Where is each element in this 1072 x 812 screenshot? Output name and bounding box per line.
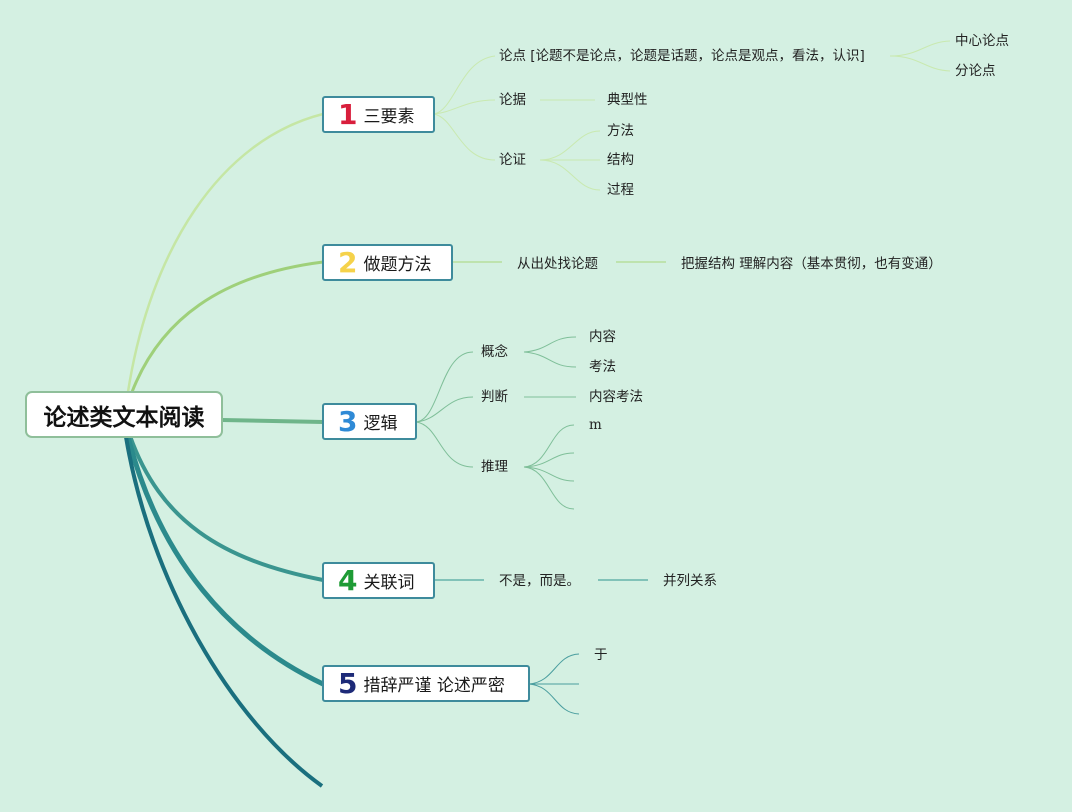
branch-2-topic[interactable]: 2 做题方法 <box>322 244 453 281</box>
topic-chuchu[interactable]: 从出处找论题 <box>517 256 598 272</box>
topic-lunju[interactable]: 论据 <box>499 92 526 108</box>
connector-gainian-kaofa <box>523 351 577 368</box>
branch-1-label: 三要素 <box>363 107 415 127</box>
branch-5-topic[interactable]: 5 措辞严谨 论述严密 <box>322 665 530 702</box>
connector-lundian-fen <box>889 55 951 72</box>
root-topic-label: 论述类文本阅读 <box>43 404 205 431</box>
branch-4-topic[interactable]: 4 关联词 <box>322 562 435 599</box>
topic-gainian-neirong[interactable]: 内容 <box>589 329 616 345</box>
connector-tuili-2 <box>523 452 575 468</box>
branch-5-label: 措辞严谨 论述严密 <box>363 676 505 696</box>
topic-tuili[interactable]: 推理 <box>481 459 508 475</box>
connector-root-b2 <box>130 260 324 393</box>
topic-jiegou[interactable]: 结构 <box>607 152 634 168</box>
connector-b1-lunzheng <box>433 113 496 161</box>
branch-4-label: 关联词 <box>363 573 415 593</box>
connector-b5-3 <box>528 683 580 715</box>
branch-3-label: 逻辑 <box>363 414 398 434</box>
branch-3-topic[interactable]: 3 逻辑 <box>322 403 417 440</box>
connector-lunzheng-guocheng <box>539 159 601 191</box>
connector-gainian-neirong <box>523 336 577 353</box>
branch-2-label: 做题方法 <box>363 255 432 275</box>
number-1-icon: 1 <box>338 97 358 131</box>
topic-dianxing[interactable]: 典型性 <box>607 92 648 108</box>
topic-yu[interactable]: 于 <box>594 647 608 663</box>
topic-binglie-guanxi[interactable]: 并列关系 <box>663 573 717 589</box>
number-3-icon: 3 <box>338 404 358 438</box>
topic-gainian[interactable]: 概念 <box>481 344 508 360</box>
number-5-icon: 5 <box>338 666 358 700</box>
connector-b3-tuili <box>415 421 474 468</box>
topic-zhongxin-lundian[interactable]: 中心论点 <box>955 33 1009 49</box>
topic-tuili-m[interactable]: m <box>589 417 602 433</box>
connector-root-tail <box>124 436 324 788</box>
branch-1-topic[interactable]: 1 三要素 <box>322 96 435 133</box>
number-2-icon: 2 <box>338 245 358 279</box>
connector-lunzheng-fangfa <box>539 130 601 161</box>
topic-bushi-ershi[interactable]: 不是，而是。 <box>499 573 580 589</box>
connector-tuili-3 <box>523 466 575 482</box>
connector-lundian-zhongxin <box>889 40 951 57</box>
connector-b3-gainian <box>415 351 474 423</box>
root-topic[interactable]: 论述类文本阅读 <box>25 391 223 438</box>
connector-root-b4 <box>128 435 324 582</box>
topic-gainian-kaofa[interactable]: 考法 <box>589 359 616 375</box>
connector-b3-panduan <box>415 396 474 423</box>
connector-tuili-m <box>523 424 575 468</box>
connector-root-b1 <box>126 112 324 393</box>
connector-b1-lunju <box>433 99 496 115</box>
topic-guocheng[interactable]: 过程 <box>607 182 634 198</box>
connector-root-b5 <box>125 436 325 687</box>
topic-panduan[interactable]: 判断 <box>481 389 508 405</box>
topic-panduan-neirong-kaofa[interactable]: 内容考法 <box>589 389 643 405</box>
connector-b5-yu <box>528 653 580 685</box>
number-4-icon: 4 <box>338 563 358 597</box>
topic-lundian[interactable]: 论点 [论题不是论点，论题是话题，论点是观点，看法，认识] <box>499 48 865 64</box>
topic-bawo-jiegou[interactable]: 把握结构 理解内容（基本贯彻，也有变通） <box>681 256 942 272</box>
connector-root-b3 <box>221 418 324 424</box>
topic-lunzheng[interactable]: 论证 <box>499 152 526 168</box>
topic-fen-lundian[interactable]: 分论点 <box>955 63 996 79</box>
connector-b1-lundian <box>433 55 496 115</box>
connector-tuili-4 <box>523 466 575 510</box>
topic-fangfa[interactable]: 方法 <box>607 123 634 139</box>
